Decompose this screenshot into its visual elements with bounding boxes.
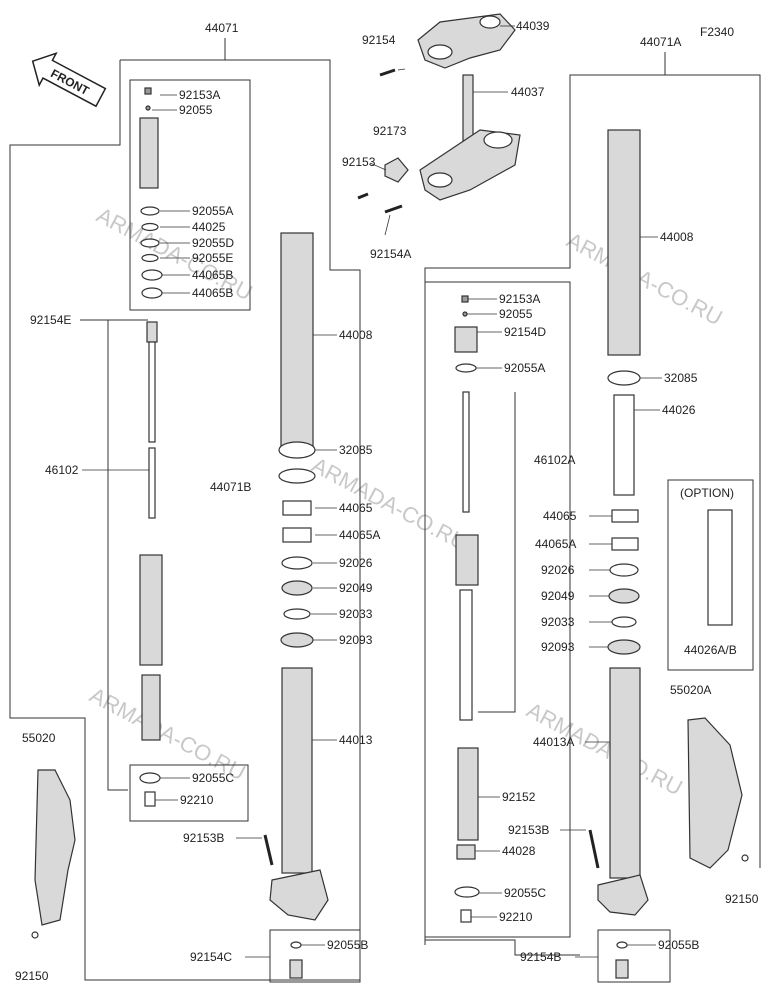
part-label: 92049 bbox=[541, 589, 575, 603]
part-label: 44026A/B bbox=[684, 643, 737, 657]
part-label: 44025 bbox=[192, 220, 226, 234]
front-arrow-icon: FRONT bbox=[31, 51, 107, 108]
part-label: 92093 bbox=[339, 633, 373, 647]
part-label: 92153 bbox=[342, 155, 376, 169]
right-fork-outline bbox=[424, 52, 761, 983]
part-label: 55020 bbox=[22, 731, 56, 745]
part-label: 44008 bbox=[660, 230, 694, 244]
part-label: 44065A bbox=[535, 537, 576, 551]
part-label: 92055C bbox=[192, 771, 234, 785]
part-label: 44065 bbox=[543, 509, 577, 523]
part-label: 44065B bbox=[192, 268, 233, 282]
part-label: 44071A bbox=[640, 35, 681, 49]
part-label: 32085 bbox=[339, 443, 373, 457]
steering-stem-part bbox=[419, 74, 521, 201]
clamp-bracket-part bbox=[384, 157, 409, 183]
diagram-code: F2340 bbox=[700, 25, 734, 39]
part-label: 92154 bbox=[362, 33, 396, 47]
part-label: 44065A bbox=[339, 528, 380, 542]
part-label: 92055 bbox=[499, 307, 533, 321]
part-label: 92153A bbox=[499, 292, 540, 306]
part-label: 92150 bbox=[15, 969, 49, 983]
watermark: ARMADA-CO.RU bbox=[563, 227, 727, 330]
part-label: 55020A bbox=[670, 683, 711, 697]
left-fork-outline bbox=[9, 38, 361, 983]
part-label: 46102 bbox=[45, 463, 79, 477]
part-label: 92033 bbox=[541, 615, 575, 629]
bolt-icon bbox=[357, 68, 403, 214]
part-label: 92154B bbox=[520, 950, 561, 964]
part-label: 92055 bbox=[179, 103, 213, 117]
part-label: 44039 bbox=[516, 19, 550, 33]
part-label: 44065B bbox=[192, 286, 233, 300]
top-clamp-part bbox=[417, 13, 516, 69]
part-label: 92055A bbox=[192, 204, 233, 218]
right-outer-tube-parts bbox=[588, 129, 733, 979]
part-label: 92026 bbox=[541, 563, 575, 577]
part-label: 44065 bbox=[339, 501, 373, 515]
part-label: 44028 bbox=[502, 844, 536, 858]
left-outer-tube-parts bbox=[263, 232, 329, 979]
part-label: 92055C bbox=[504, 886, 546, 900]
part-label: 92033 bbox=[339, 607, 373, 621]
leader-lines bbox=[82, 25, 662, 958]
part-label: 92153A bbox=[179, 88, 220, 102]
right-fork-guard-part bbox=[687, 717, 749, 869]
part-label: 92026 bbox=[339, 556, 373, 570]
part-label: 92153B bbox=[508, 823, 549, 837]
part-label: 44071 bbox=[205, 21, 239, 35]
part-label: 92055A bbox=[504, 361, 545, 375]
right-cartridge-parts bbox=[454, 295, 480, 923]
part-label: 92154D bbox=[504, 325, 546, 339]
watermark: ARMADA-CO.RU bbox=[308, 452, 472, 555]
part-label: 92152 bbox=[502, 790, 536, 804]
watermark: ARMADA-CO.RU bbox=[86, 682, 250, 785]
option-label: (OPTION) bbox=[680, 486, 734, 500]
part-label: 92055E bbox=[192, 251, 233, 265]
part-label: 92210 bbox=[499, 910, 533, 924]
part-labels: 44071 44071A 44039 92154 44037 92173 921… bbox=[15, 19, 759, 983]
part-label: 44037 bbox=[511, 85, 545, 99]
part-label: 92055B bbox=[327, 938, 368, 952]
part-label: 92049 bbox=[339, 581, 373, 595]
part-label: 92154E bbox=[30, 313, 71, 327]
left-cartridge-parts bbox=[139, 87, 163, 807]
part-label: 44026 bbox=[662, 403, 696, 417]
part-label: 92153B bbox=[183, 831, 224, 845]
part-label: 92055D bbox=[192, 236, 234, 250]
part-label: 92093 bbox=[541, 640, 575, 654]
left-fork-guard-part bbox=[31, 769, 76, 939]
part-label: 92154A bbox=[370, 247, 411, 261]
part-label: 44008 bbox=[339, 328, 373, 342]
part-label: 44013 bbox=[339, 733, 373, 747]
part-label: 92055B bbox=[658, 938, 699, 952]
part-label: 92150 bbox=[725, 892, 759, 906]
part-label: 32085 bbox=[664, 371, 698, 385]
part-label: 46102A bbox=[534, 453, 575, 467]
part-label: 44071B bbox=[210, 480, 251, 494]
part-label: 92210 bbox=[180, 793, 214, 807]
part-label: 92154C bbox=[190, 950, 232, 964]
part-label: 44013A bbox=[533, 735, 574, 749]
part-label: 92173 bbox=[373, 124, 407, 138]
